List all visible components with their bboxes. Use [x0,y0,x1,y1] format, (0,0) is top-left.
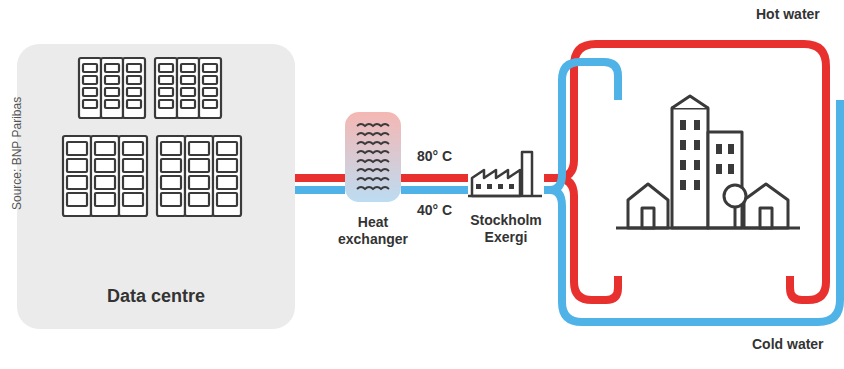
node-label: Data centre [17,286,295,307]
pipe-connector [401,174,468,182]
hot-water-pipe [544,44,826,300]
node-label: Stockholm Exergi [456,212,556,246]
cold-water-pipe [544,100,840,322]
exchanger-waves [345,112,401,202]
node-label: Heat exchanger [323,214,423,248]
water-label: Hot water [756,6,820,22]
pipe-connector [295,174,345,182]
water-label: Cold water [752,336,824,352]
factory-icon [468,146,544,200]
city-illustration [616,96,800,228]
exchanger-node: Heat exchanger [345,112,401,202]
cold-water-pipe [550,62,618,190]
source-note: Source: BNP Paribas [10,97,24,210]
pipe-connector [295,186,345,194]
city-windows [680,120,734,190]
factory-node: Stockholm Exergi [468,146,544,200]
pipe-connector [401,186,468,194]
datacentre-node: Data centre [17,44,295,329]
temperature-label: 40° C [417,202,452,218]
temperature-label: 80° C [417,148,452,164]
